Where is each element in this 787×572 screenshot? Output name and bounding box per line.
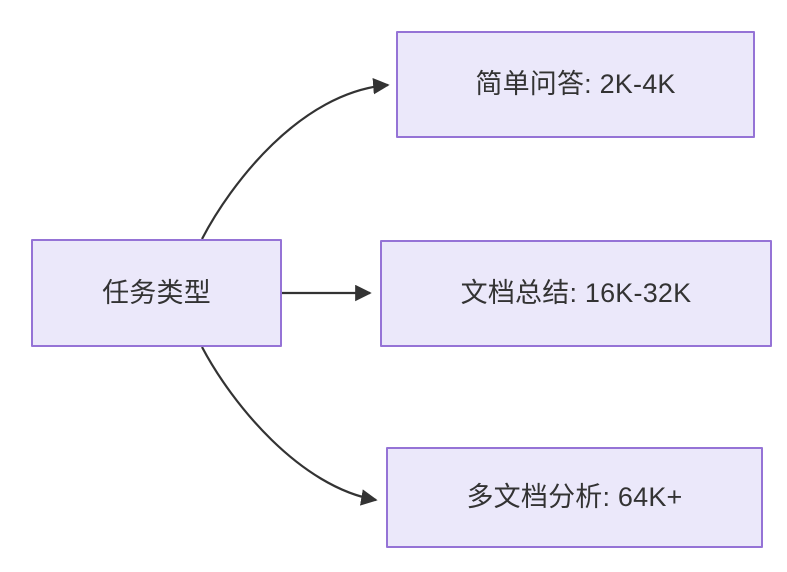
node-document-summary-label: 文档总结: 16K-32K (460, 278, 692, 309)
node-multi-document-analysis[interactable]: 多文档分析: 64K+ (386, 447, 763, 548)
node-simple-qa[interactable]: 简单问答: 2K-4K (396, 31, 755, 138)
edge-root-to-leaf-0 (201, 77, 390, 240)
node-root-label: 任务类型 (102, 277, 211, 308)
node-simple-qa-label: 简单问答: 2K-4K (475, 69, 676, 100)
node-multi-document-analysis-label: 多文档分析: 64K+ (466, 482, 683, 513)
node-document-summary[interactable]: 文档总结: 16K-32K (380, 240, 772, 347)
edge-root-to-leaf-2 (201, 346, 378, 506)
node-root-task-type[interactable]: 任务类型 (31, 239, 282, 347)
